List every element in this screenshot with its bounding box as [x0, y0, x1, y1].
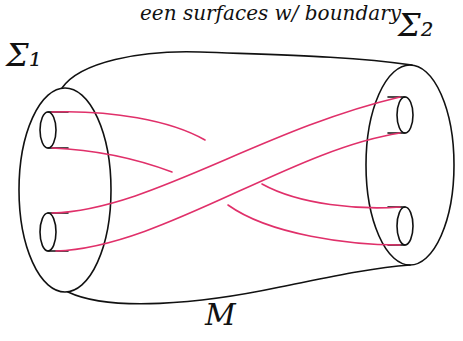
boundary-hole — [40, 213, 56, 251]
tangle-strand — [52, 148, 172, 172]
boundary-hole — [40, 112, 56, 148]
tangle-strand — [228, 205, 400, 245]
left-surface — [19, 88, 111, 292]
outline-bottom — [68, 265, 410, 304]
tangle-strand — [262, 184, 400, 208]
hole-tube — [48, 213, 68, 251]
hole-tube — [48, 112, 68, 148]
outline-top — [62, 52, 412, 88]
surface-label: Σ₁ — [6, 38, 41, 73]
boundary-hole — [397, 97, 413, 133]
boundary-hole — [397, 207, 413, 245]
surface-label: Σ₂ — [398, 8, 433, 43]
hole-tube — [388, 97, 405, 133]
tangle-strand — [52, 112, 205, 140]
hole-tube — [388, 207, 405, 245]
right-surface — [366, 65, 454, 265]
heading-note: een surfaces w/ boundary — [140, 2, 401, 24]
tangle-strand — [56, 133, 400, 251]
tangle-strand — [52, 97, 400, 213]
manifold-label: M — [205, 298, 236, 331]
